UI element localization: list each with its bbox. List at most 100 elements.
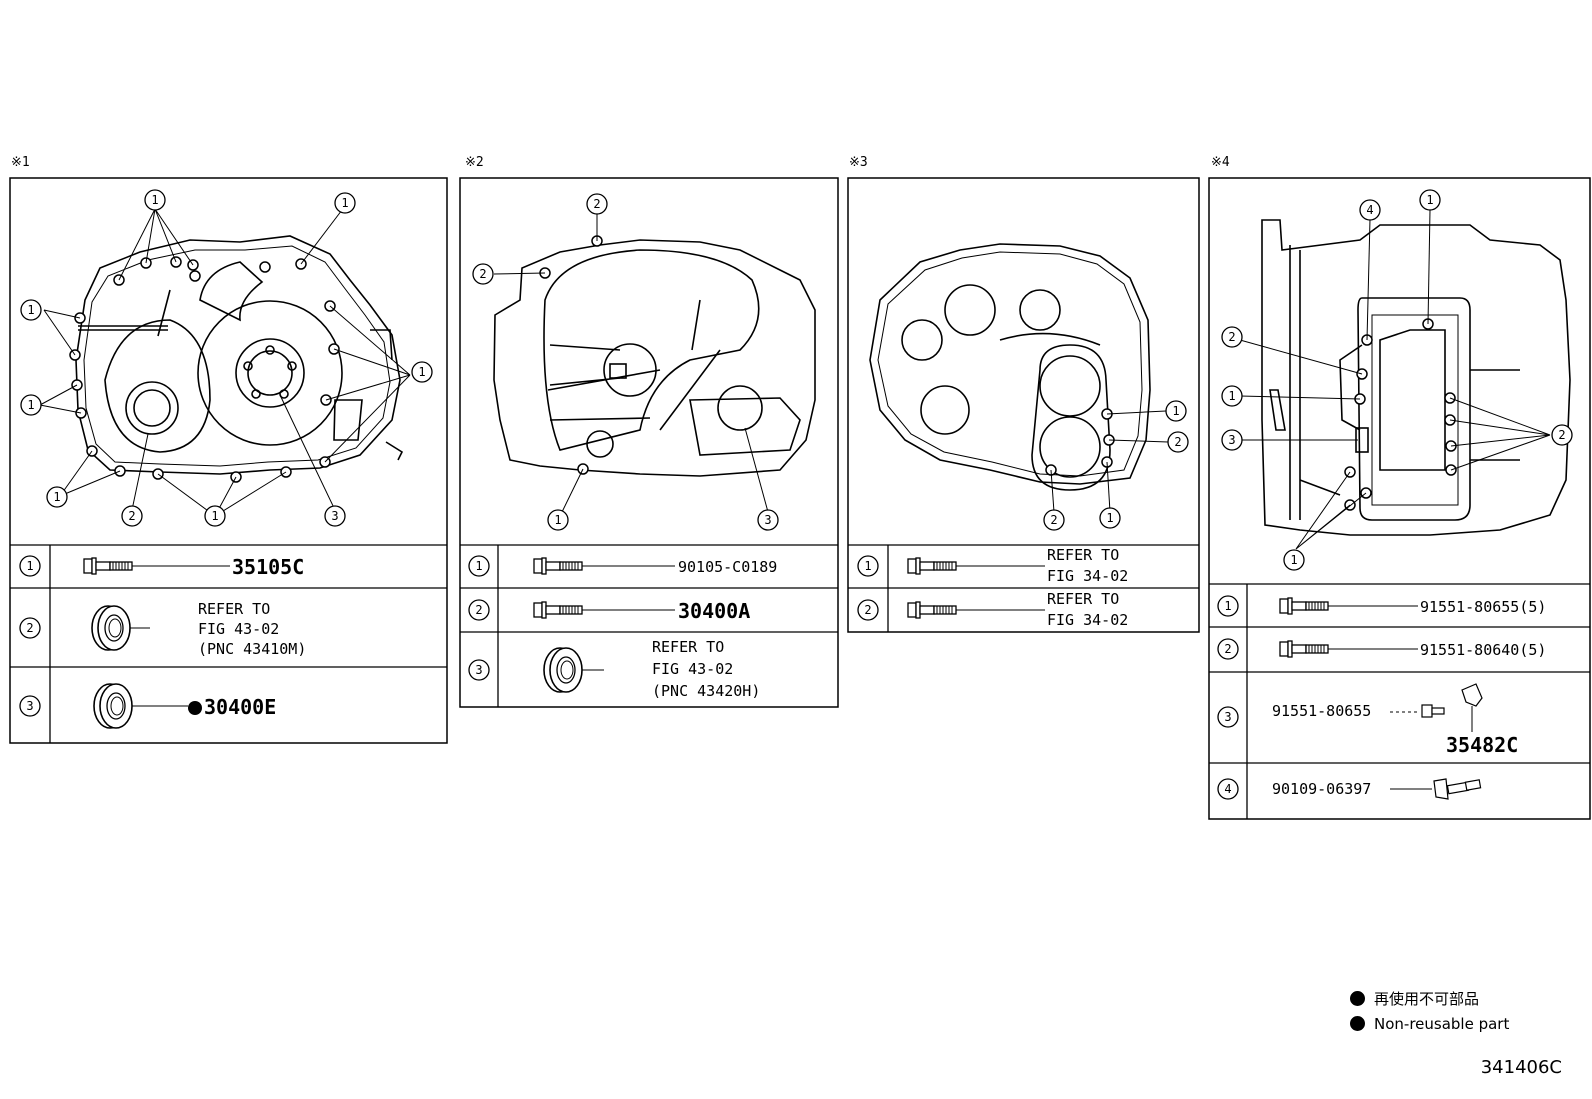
svg-text:2: 2: [128, 509, 135, 523]
svg-text:FIG 34-02: FIG 34-02: [1047, 611, 1128, 629]
svg-text:1: 1: [211, 509, 218, 523]
svg-text:2: 2: [479, 267, 486, 281]
svg-text:2: 2: [475, 603, 482, 617]
svg-text:1: 1: [341, 196, 348, 210]
legend-row-jp: 再使用不可部品: [1350, 986, 1509, 1011]
part-row-2-1: 1 90105-C0189: [468, 555, 777, 577]
callouts-panel-4: [1221, 189, 1573, 571]
svg-text:91551-80655(5): 91551-80655(5): [1420, 598, 1546, 616]
panel-3: ※3 1 2 2 1: [847, 155, 1200, 633]
flange-bolt-icon: [83, 557, 133, 575]
flange-bolt-icon: [1279, 597, 1329, 615]
svg-text:1: 1: [864, 559, 871, 573]
flange-bolt-icon: [907, 557, 957, 575]
svg-text:3: 3: [331, 509, 338, 523]
part-row-3-1: 1 REFER TO FIG 34-02: [857, 546, 1128, 585]
svg-text:REFER TO: REFER TO: [198, 600, 270, 618]
svg-text:2: 2: [593, 197, 600, 211]
svg-text:1: 1: [1224, 599, 1231, 613]
flange-bolt-icon: [533, 557, 583, 575]
leader-lines-panel-2: [493, 214, 769, 513]
oil-seal-icon: [91, 605, 131, 651]
legend-text-jp: 再使用不可部品: [1374, 990, 1480, 1008]
svg-text:35482C: 35482C: [1446, 733, 1518, 757]
stud-bolt-icon: [1433, 778, 1482, 800]
svg-text:1: 1: [418, 365, 425, 379]
svg-text:1: 1: [554, 513, 561, 527]
svg-text:FIG 43-02: FIG 43-02: [198, 620, 279, 638]
svg-text:1: 1: [53, 490, 60, 504]
svg-text:1: 1: [1290, 553, 1297, 567]
non-reusable-dot-icon: [188, 701, 202, 715]
svg-text:90109-06397: 90109-06397: [1272, 780, 1371, 798]
svg-text:REFER TO: REFER TO: [652, 638, 724, 656]
svg-text:3: 3: [475, 663, 482, 677]
svg-text:2: 2: [26, 621, 33, 635]
non-reusable-dot-icon: [1350, 1016, 1365, 1031]
callouts-panel-3: [1043, 400, 1189, 531]
svg-text:1: 1: [475, 559, 482, 573]
svg-text:2: 2: [1050, 513, 1057, 527]
svg-text:1: 1: [1106, 511, 1113, 525]
transaxle-case-front-view: [75, 235, 404, 475]
svg-text:2: 2: [1174, 435, 1181, 449]
part-row-4-1: 1 91551-80655(5): [1217, 595, 1546, 617]
callouts-panel-2: [472, 193, 779, 531]
svg-text:FIG 43-02: FIG 43-02: [652, 660, 733, 678]
non-reusable-dot-icon: [1350, 991, 1365, 1006]
svg-text:(PNC 43410M): (PNC 43410M): [198, 640, 306, 658]
svg-text:2: 2: [1224, 642, 1231, 656]
oil-seal-icon: [543, 647, 583, 693]
transaxle-case-side-view: [493, 239, 816, 477]
panel-4: ※4: [1208, 155, 1591, 820]
svg-text:REFER TO: REFER TO: [1047, 590, 1119, 608]
legend-text-en: Non-reusable part: [1374, 1014, 1510, 1033]
panel-2-label: ※2: [465, 155, 484, 170]
part-row-1-2: 2 REFER TO FIG 43-02 (PNC 43410M): [19, 600, 306, 658]
svg-text:3: 3: [1228, 433, 1235, 447]
svg-text:FIG 34-02: FIG 34-02: [1047, 567, 1128, 585]
bolt-with-bracket-icon: [1421, 683, 1483, 718]
leader-lines-panel-3: [1050, 410, 1169, 513]
svg-text:30400E: 30400E: [204, 695, 276, 719]
panel-2: ※2 2 2 1 3: [459, 155, 839, 708]
panel-4-label: ※4: [1211, 155, 1230, 170]
transaxle-oil-pan-view: [1261, 219, 1571, 536]
leader-lines-panel-1: [39, 205, 411, 517]
part-row-4-2: 2 91551-80640(5): [1217, 638, 1546, 660]
svg-text:1: 1: [1426, 193, 1433, 207]
illustration-number: 341406C: [1480, 1057, 1562, 1078]
svg-text:30400A: 30400A: [678, 599, 750, 623]
part-row-1-1: 1 35105C: [19, 555, 304, 579]
svg-text:2: 2: [1558, 428, 1565, 442]
svg-text:3: 3: [1224, 710, 1231, 724]
svg-text:90105-C0189: 90105-C0189: [678, 558, 777, 576]
svg-text:1: 1: [26, 559, 33, 573]
part-row-4-4: 4 90109-06397: [1217, 778, 1482, 800]
oil-seal-icon: [93, 683, 133, 729]
panel-1: ※1: [9, 155, 448, 744]
flange-bolt-icon: [907, 601, 957, 619]
svg-text:REFER TO: REFER TO: [1047, 546, 1119, 564]
legend-row-en: Non-reusable part: [1350, 1011, 1509, 1036]
panel-1-label: ※1: [11, 155, 30, 170]
leader-lines-panel-4: [1239, 209, 1551, 550]
svg-text:4: 4: [1224, 782, 1231, 796]
transaxle-case-rear-view: [869, 243, 1151, 491]
svg-text:(PNC 43420H): (PNC 43420H): [652, 682, 760, 700]
panel-3-label: ※3: [849, 155, 868, 170]
bolt-locations-panel-2: [539, 235, 603, 475]
callouts-panel-1: [20, 189, 433, 527]
svg-text:2: 2: [1228, 330, 1235, 344]
part-row-2-3: 3 REFER TO FIG 43-02 (PNC 43420H): [468, 638, 760, 700]
part-row-1-3: 3 30400E: [19, 683, 276, 729]
bolt-locations-panel-4: [1344, 318, 1457, 511]
svg-text:1: 1: [27, 398, 34, 412]
part-row-3-2: 2 REFER TO FIG 34-02: [857, 590, 1128, 629]
svg-text:1: 1: [1172, 404, 1179, 418]
flange-bolt-icon: [1279, 640, 1329, 658]
svg-text:91551-80640(5): 91551-80640(5): [1420, 641, 1546, 659]
svg-text:1: 1: [1228, 389, 1235, 403]
svg-text:91551-80655: 91551-80655: [1272, 702, 1371, 720]
